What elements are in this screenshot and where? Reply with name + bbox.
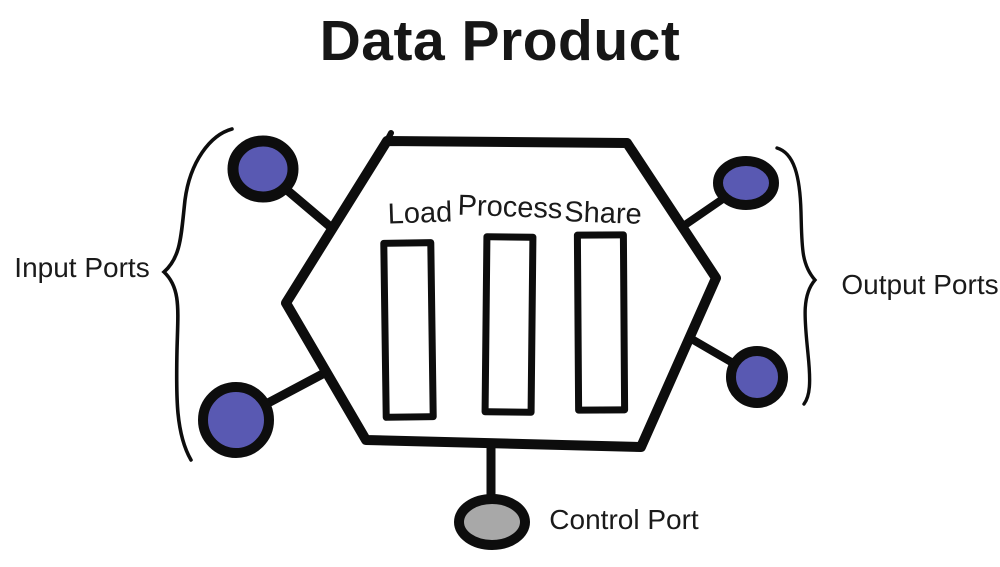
stage-label-share: Share — [563, 196, 643, 231]
stage-bar-share — [573, 231, 629, 414]
input-port-2-circle — [198, 382, 274, 458]
stage-bar-process — [481, 233, 537, 416]
page-title: Data Product — [319, 9, 681, 73]
output-port-1-circle — [713, 156, 779, 210]
output-ports-label: Output Ports — [841, 269, 999, 300]
stage-label-load: Load — [387, 196, 453, 231]
stage-label-process: Process — [457, 189, 563, 226]
input-ports-label: Input Ports — [14, 252, 150, 283]
hexagon-pen-overlap — [381, 130, 394, 149]
input-ports-brace — [161, 127, 234, 462]
control-port-circle — [454, 494, 530, 550]
control-port-label: Control Port — [549, 504, 699, 535]
input-port-1-circle — [227, 135, 299, 203]
output-ports-brace — [775, 146, 818, 406]
output-port-2-circle — [726, 346, 788, 408]
stage-bar-load — [380, 239, 437, 421]
